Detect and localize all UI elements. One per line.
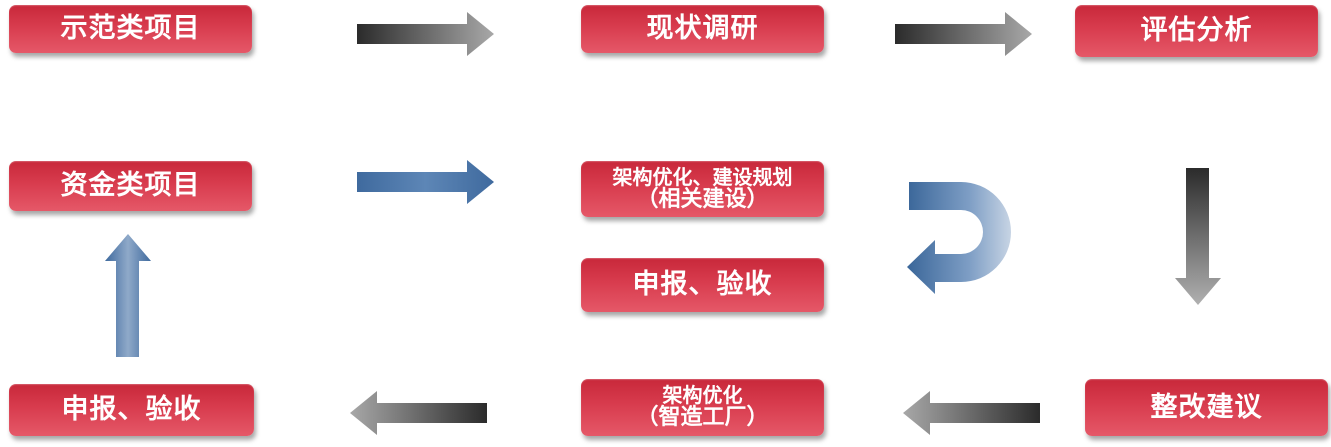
node-declare-accept-middle: 申报、验收 (581, 258, 824, 312)
arrow-up-icon (105, 234, 151, 357)
node-declare-accept-left: 申报、验收 (9, 384, 254, 436)
node-architecture-planning: 架构优化、建设规划 （相关建设） (581, 161, 824, 217)
node-architecture-planning-line2: （相关建设） (636, 186, 769, 212)
arrow-right-icon (895, 12, 1032, 56)
arrow-right-icon (357, 160, 494, 204)
arrow-right-icon (357, 12, 494, 56)
node-architecture-optimization-line2: （智造工厂） (636, 405, 769, 431)
node-architecture-optimization-line1: 架构优化 (662, 383, 743, 408)
node-demo-project: 示范类项目 (9, 5, 252, 53)
node-architecture-optimization: 架构优化 （智造工厂） (581, 379, 824, 436)
u-turn-arrow-icon (907, 182, 1011, 294)
node-rectify-suggestion: 整改建议 (1085, 379, 1328, 436)
arrow-left-icon (350, 391, 487, 435)
arrow-left-icon (903, 391, 1040, 435)
node-assessment: 评估分析 (1075, 5, 1318, 57)
arrow-down-icon (1175, 168, 1221, 305)
node-survey: 现状调研 (581, 5, 824, 53)
node-architecture-planning-line1: 架构优化、建设规划 (612, 164, 793, 189)
node-fund-project: 资金类项目 (9, 161, 252, 211)
